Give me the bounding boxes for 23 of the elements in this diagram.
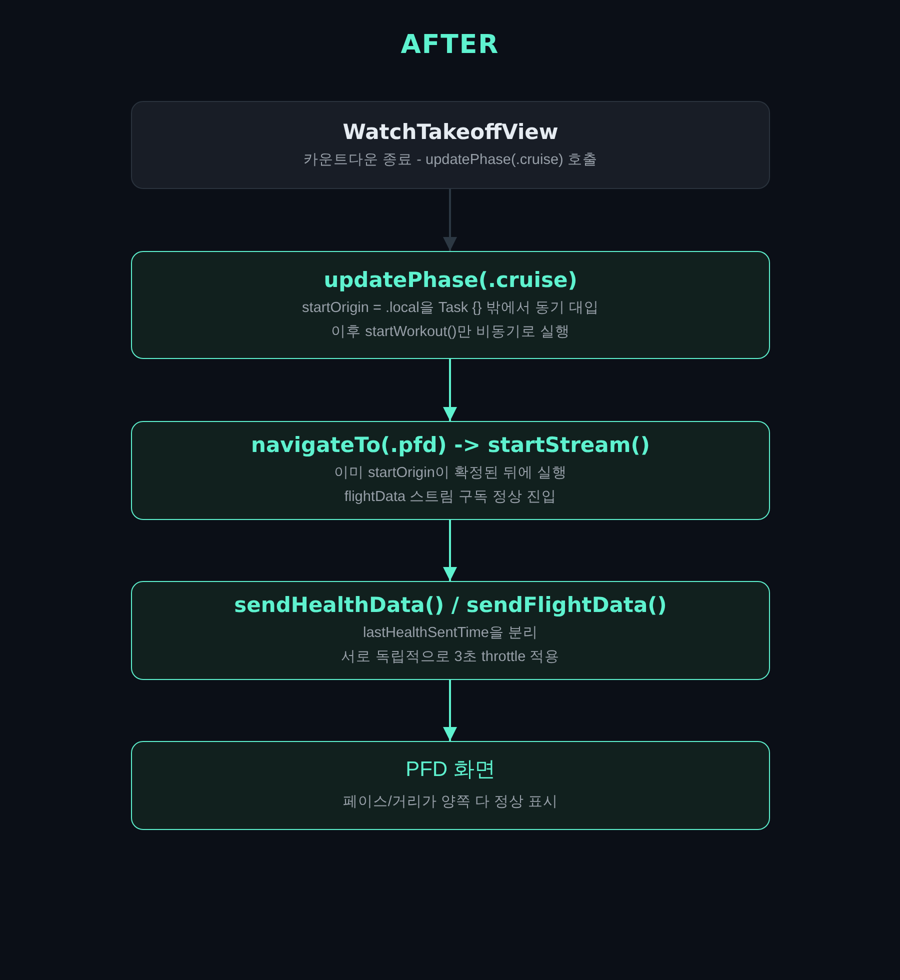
node-heading: WatchTakeoffView [342,118,558,144]
diagram-title: AFTER [400,30,500,60]
node-heading: sendHealthData() / sendFlightData() [234,592,667,618]
node-description: lastHealthSentTime을 분리 [362,624,538,643]
node-description: 이미 startOrigin이 확정된 뒤에 실행 [334,464,567,483]
process-box [131,581,770,680]
node-heading: PFD 화면 [406,757,496,783]
node-description: flightData 스트림 구독 정상 진입 [344,488,557,507]
node-description: 서로 독립적으로 3초 throttle 적용 [341,648,560,667]
arrow [443,359,457,421]
process-box [131,101,770,189]
node-description: 이후 startWorkout()만 비동기로 실행 [331,322,570,342]
node-description: 페이스/거리가 양쪽 다 정상 표시 [342,793,558,812]
node-heading: navigateTo(.pfd) -> startStream() [251,432,650,458]
arrow [443,520,457,581]
arrow [443,189,457,251]
process-box [131,251,770,359]
node-heading: updatePhase(.cruise) [324,266,578,292]
process-box [131,741,770,830]
process-box [131,421,770,520]
node-description: startOrigin = .local을 Task {} 밖에서 동기 대입 [302,298,599,318]
arrow [443,680,457,741]
node-description: 카운트다운 종료 - updatePhase(.cruise) 호출 [304,150,598,170]
